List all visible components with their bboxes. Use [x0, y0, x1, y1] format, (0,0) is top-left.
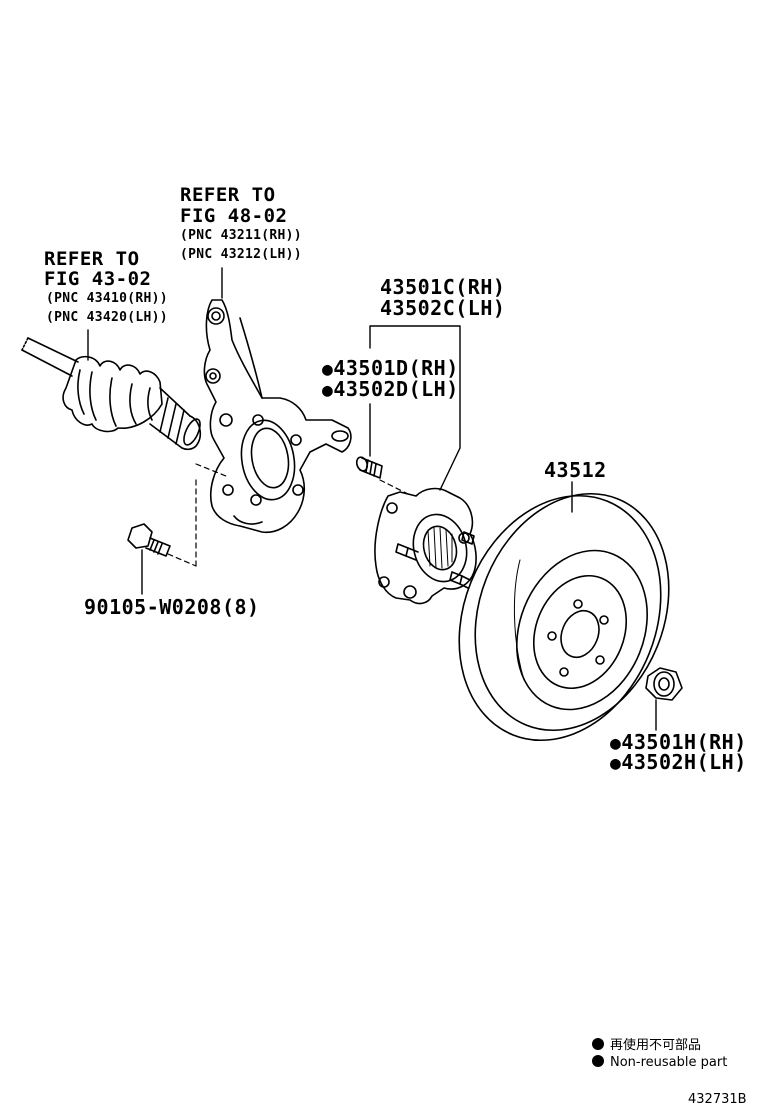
hub-bolt: [355, 456, 383, 479]
rotor-part-number: 43512: [544, 458, 607, 482]
legend-english: Non-reusable part: [592, 1055, 727, 1070]
knuckle-bolt-part-number: 90105-W0208(8): [84, 595, 260, 619]
knuckle-refer-pnc-rh: (PNC 43211(RH)): [180, 228, 302, 243]
brake-rotor: [458, 492, 670, 742]
drive-shaft: [21, 337, 202, 451]
legend-bullet: [592, 1055, 604, 1067]
knuckle-refer-pnc-lh: (PNC 43212(LH)): [180, 247, 302, 262]
hub-assembly: [374, 487, 477, 605]
knuckle-bolt: [127, 523, 171, 557]
knuckle-refer-line1: REFER TO: [180, 184, 276, 206]
hub-assy-part-lh: 43502C(LH): [380, 296, 506, 320]
non-reusable-dot: ●: [610, 733, 622, 754]
hub-assy-part-rh: 43501C(RH): [380, 275, 506, 299]
hub-bolt-part-rh: ●43501D(RH): [322, 356, 459, 380]
shaft-refer-pnc-lh: (PNC 43420(LH)): [46, 310, 168, 325]
legend-bullet: [592, 1038, 604, 1050]
non-reusable-dot: ●: [322, 359, 334, 380]
hub-bolt-part-lh: ●43502D(LH): [322, 377, 459, 401]
legend-japanese: 再使用不可部品: [592, 1034, 701, 1053]
non-reusable-dot: ●: [610, 753, 622, 774]
leader-lines: [87, 267, 657, 731]
non-reusable-dot: ●: [322, 380, 334, 401]
shaft-refer-pnc-rh: (PNC 43410(RH)): [46, 291, 168, 306]
knuckle-refer-line2: FIG 48-02: [180, 205, 288, 227]
shaft-refer-line1: REFER TO: [44, 248, 140, 270]
hub-nut-part-rh: ●43501H(RH): [610, 730, 747, 754]
figure-number: 432731B: [688, 1092, 747, 1107]
alignment-lines: [167, 463, 409, 567]
hub-nut: [645, 667, 683, 701]
hub-nut-part-lh: ●43502H(LH): [610, 750, 747, 774]
steering-knuckle: [203, 299, 352, 534]
shaft-refer-line2: FIG 43-02: [44, 268, 152, 290]
